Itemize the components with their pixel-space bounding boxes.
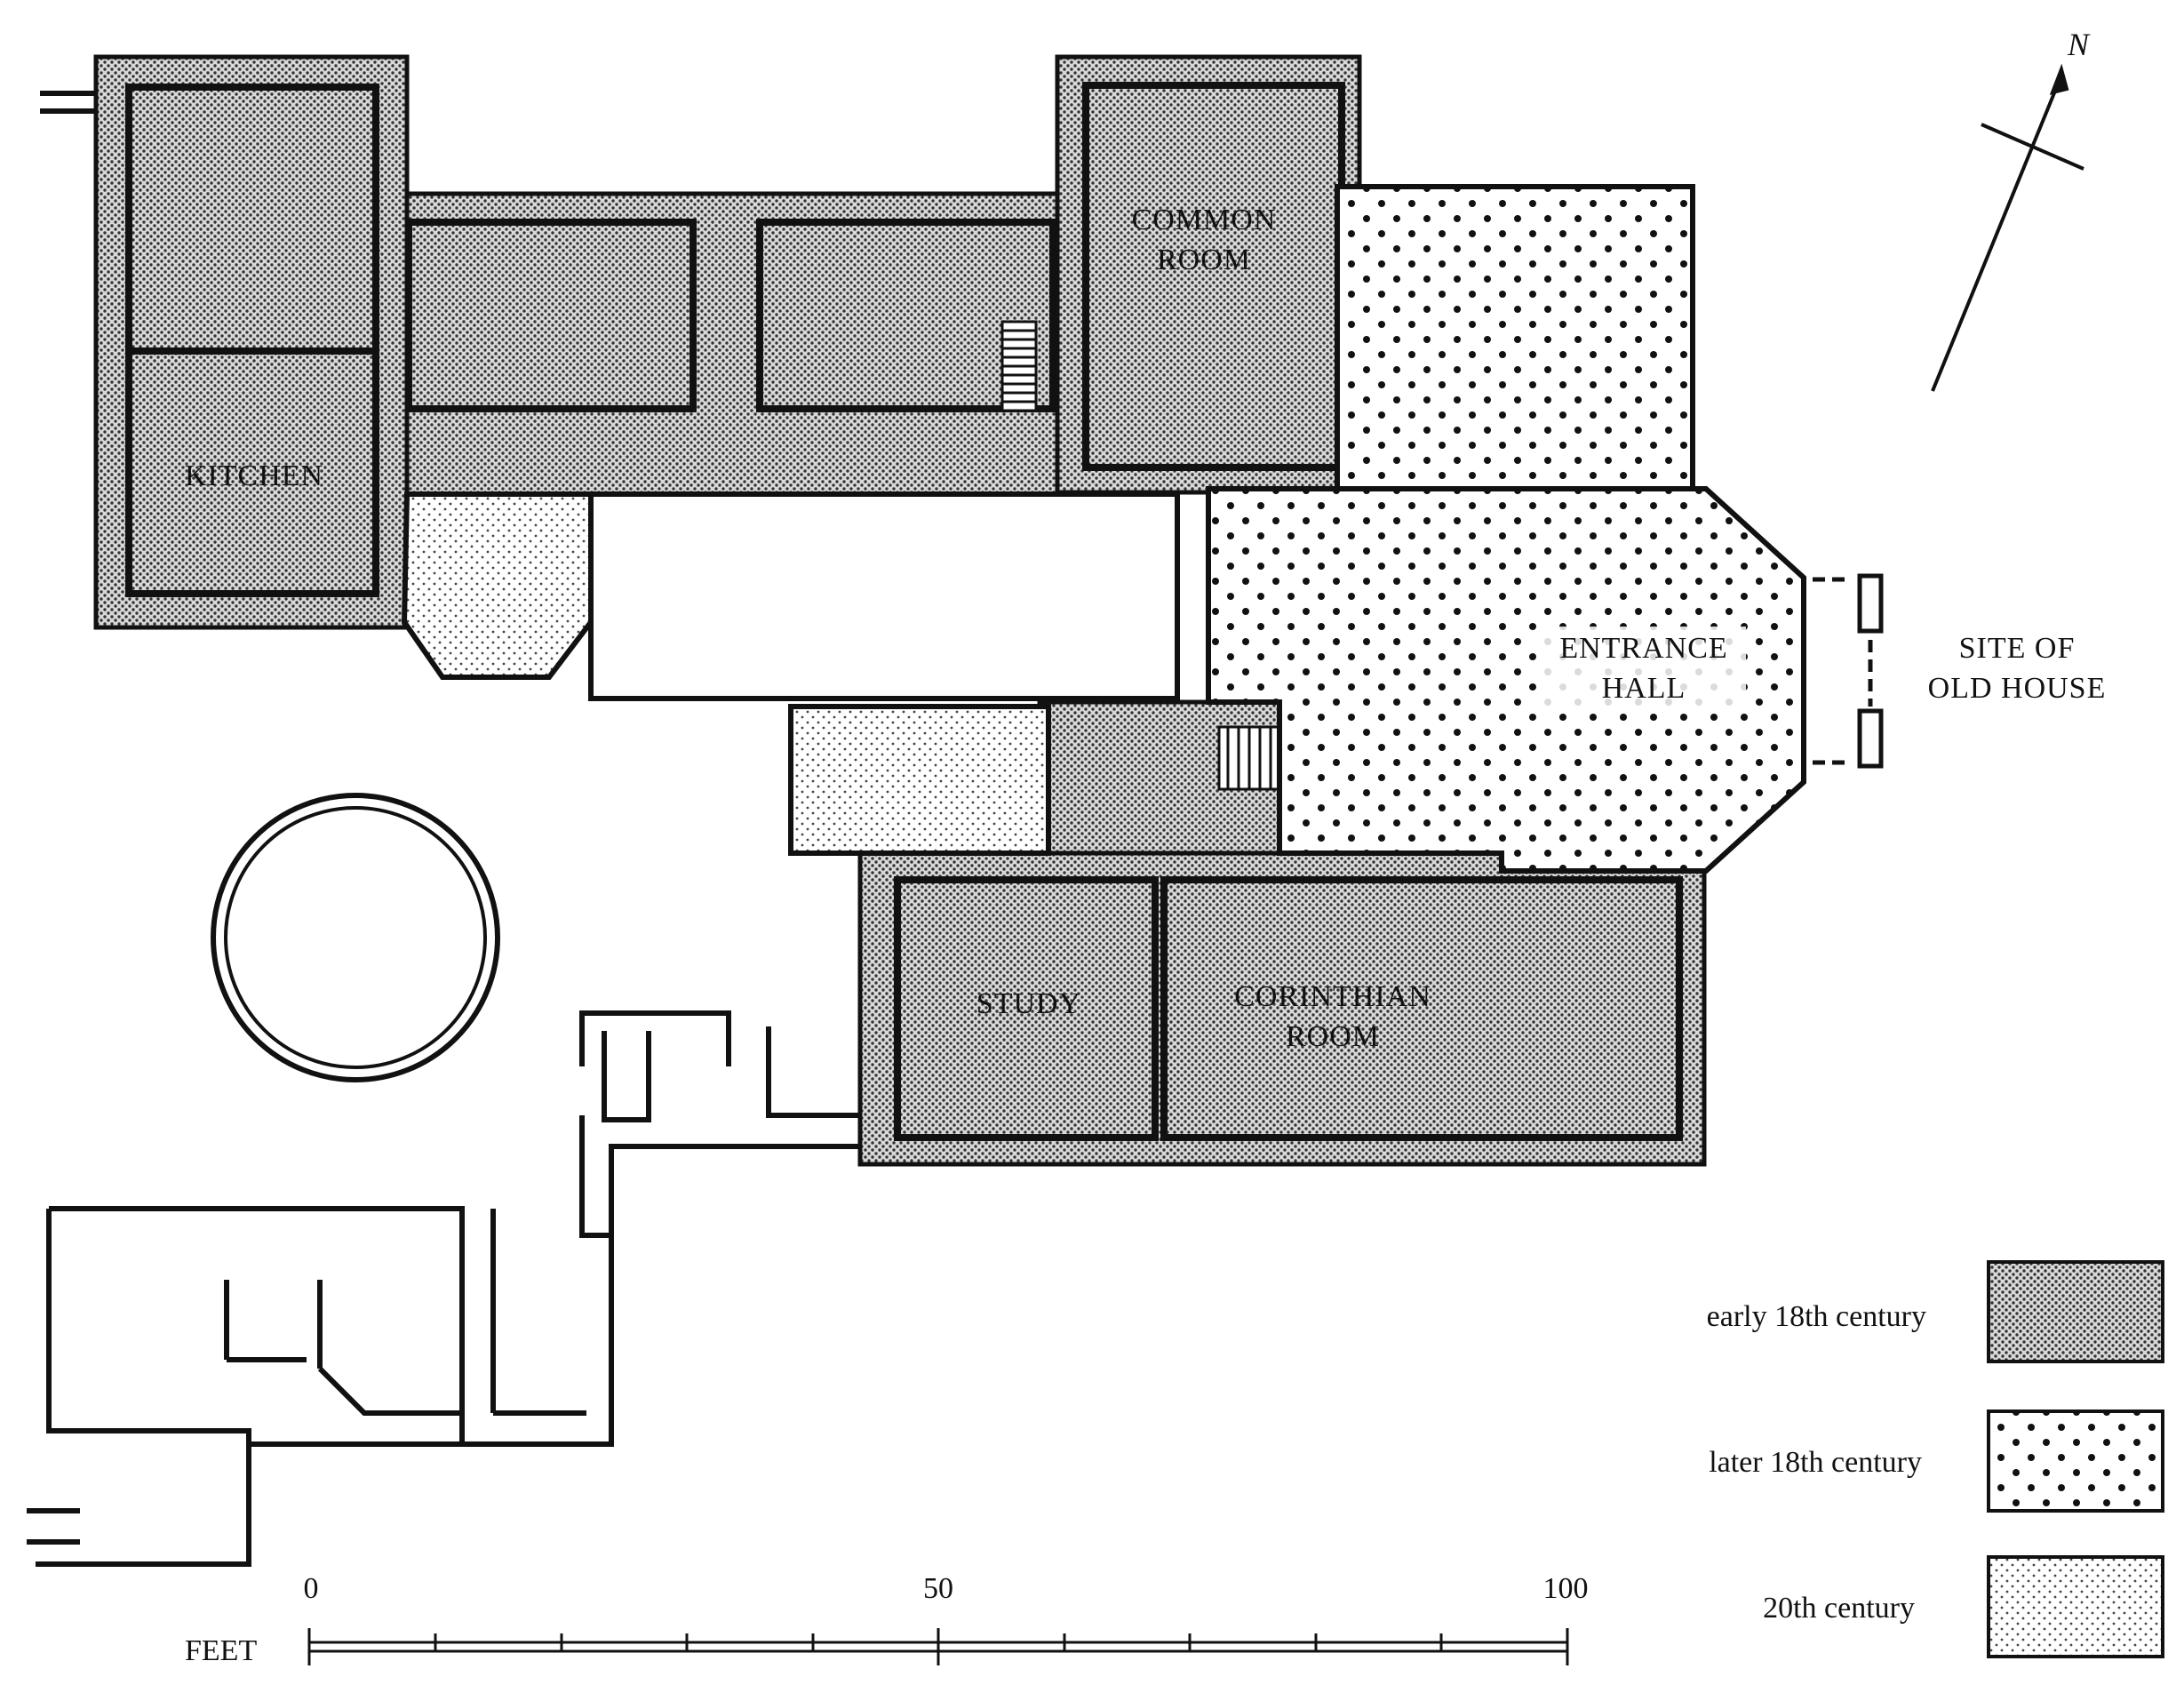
scale-tick-50: 50: [923, 1572, 953, 1605]
old-house-site-markers: [1813, 573, 1884, 769]
west-wing-20th: [788, 704, 1051, 856]
circular-pond: [211, 793, 500, 1082]
interior-walls: [125, 82, 1683, 1141]
label-site-old-house-2: OLD HOUSE: [1928, 672, 2107, 705]
kitchen-block: [93, 54, 410, 630]
label-kitchen: KITCHEN: [185, 459, 323, 492]
north-range: [404, 191, 1067, 497]
label-common-room-1: COMMON: [1132, 204, 1277, 236]
label-corinthian-room-2: ROOM: [1286, 1020, 1380, 1053]
scale-tick-0: 0: [304, 1572, 319, 1605]
scale-unit: FEET: [185, 1634, 257, 1667]
entrance-hall-area: [1206, 486, 1806, 874]
legend-swatch-later: [1987, 1409, 2164, 1513]
legend-label-early: early 18th century: [1707, 1300, 1926, 1333]
early-18th-century-block: [93, 54, 1707, 1167]
south-block: [857, 850, 1707, 1167]
north-label: N: [2067, 27, 2091, 62]
legend-label-20th: 20th century: [1763, 1592, 1915, 1625]
legend-swatch-20th: [1987, 1555, 2164, 1658]
later-18th-century-block: [1206, 184, 1806, 874]
label-common-room-2: ROOM: [1157, 244, 1251, 276]
label-entrance-hall-2: HALL: [1602, 672, 1686, 705]
ne-room: [1335, 184, 1695, 491]
common-room-block: [1055, 54, 1362, 495]
legend: early 18th century later 18th century 20…: [1707, 1260, 2164, 1658]
scale-tick-100: 100: [1543, 1572, 1589, 1605]
label-study: STUDY: [976, 987, 1081, 1020]
label-corinthian-room-1: CORINTHIAN: [1234, 980, 1431, 1013]
outbuildings: [27, 91, 860, 1567]
scale-bar: [307, 1628, 1569, 1665]
bay-room: [401, 491, 594, 680]
legend-swatch-early: [1987, 1260, 2164, 1363]
courtyard: [588, 491, 1180, 701]
label-site-old-house-1: SITE OF: [1959, 632, 2076, 665]
legend-label-later: later 18th century: [1709, 1446, 1922, 1479]
label-entrance-hall-1: ENTRANCE: [1559, 632, 1727, 665]
north-arrow: [1931, 63, 2084, 392]
stair-north: [1000, 320, 1038, 412]
